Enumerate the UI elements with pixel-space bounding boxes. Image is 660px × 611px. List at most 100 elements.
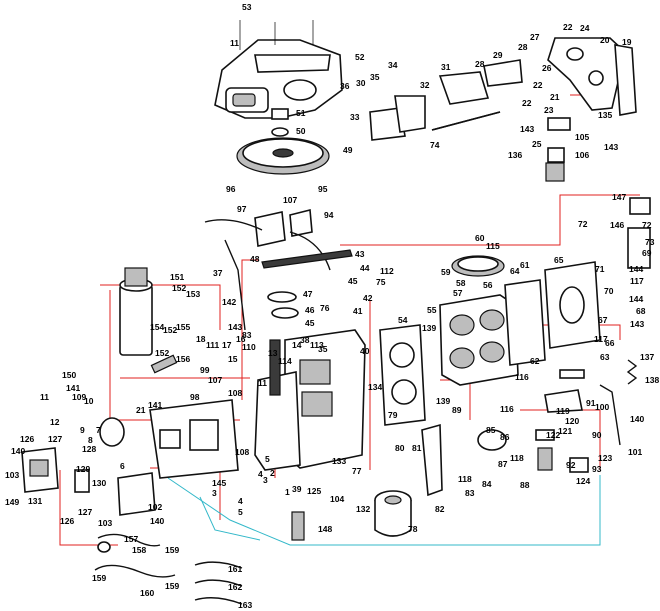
callout-11c: 11 <box>40 392 49 402</box>
callout-131: 131 <box>28 496 42 506</box>
callout-72: 72 <box>578 219 588 229</box>
callout-23: 23 <box>544 105 554 115</box>
callout-65: 65 <box>554 255 564 265</box>
callout-68: 68 <box>636 306 646 316</box>
camshaft-pulley <box>451 255 505 277</box>
dipstick <box>224 239 246 331</box>
callout-19: 19 <box>622 37 632 47</box>
fuel-pump <box>421 423 443 497</box>
wire-harness-161 <box>194 561 243 605</box>
callout-77: 77 <box>352 466 362 476</box>
callout-63: 63 <box>600 352 610 362</box>
callout-51: 51 <box>296 108 306 118</box>
callout-128: 128 <box>82 444 96 454</box>
callout-40: 40 <box>360 346 370 356</box>
callout-151: 151 <box>170 272 184 282</box>
callout-71: 71 <box>595 264 605 274</box>
callout-139: 139 <box>422 323 436 333</box>
thermostat-housing <box>545 117 571 182</box>
callout-45: 45 <box>348 276 358 286</box>
callout-108b: 108 <box>235 447 249 457</box>
callout-42: 42 <box>363 293 373 303</box>
callout-116b: 116 <box>515 372 529 382</box>
wire-harness-159 <box>94 533 176 578</box>
callout-107: 107 <box>283 195 297 205</box>
callout-9: 9 <box>80 425 85 435</box>
flywheel-cover <box>214 20 343 119</box>
callout-56: 56 <box>483 280 493 290</box>
callout-58: 58 <box>456 278 466 288</box>
callout-95: 95 <box>318 184 328 194</box>
callout-14: 14 <box>292 340 302 350</box>
callout-28b: 28 <box>518 42 528 52</box>
callout-162: 162 <box>228 582 242 592</box>
callout-144b: 144 <box>629 294 643 304</box>
vapor-separator <box>627 227 651 269</box>
callout-67: 67 <box>598 315 608 325</box>
callout-108: 108 <box>228 388 242 398</box>
callout-83b: 83 <box>465 488 475 498</box>
callout-59: 59 <box>441 267 451 277</box>
callout-89: 89 <box>452 405 462 415</box>
callout-101: 101 <box>628 447 642 457</box>
callout-140c: 140 <box>150 516 164 526</box>
callout-129: 129 <box>76 464 90 474</box>
fuel-filter <box>535 429 555 471</box>
timing-belt <box>261 249 353 319</box>
callout-152b: 152 <box>163 325 177 335</box>
callout-159: 159 <box>165 545 179 555</box>
wiring-label-148 <box>291 511 305 541</box>
callout-36: 36 <box>340 81 350 91</box>
callout-75: 75 <box>376 277 386 287</box>
callout-118b: 118 <box>458 474 472 484</box>
callout-62: 62 <box>530 356 540 366</box>
callout-18: 18 <box>196 334 206 344</box>
callout-79: 79 <box>388 410 398 420</box>
callout-29: 29 <box>493 50 503 60</box>
callout-22c: 22 <box>522 98 532 108</box>
overheat-sensor <box>569 457 589 473</box>
callout-154: 154 <box>150 322 164 332</box>
callout-106: 106 <box>575 150 589 160</box>
callout-69: 69 <box>642 248 652 258</box>
callout-17: 17 <box>222 340 232 350</box>
spark-plug-cap <box>559 369 585 379</box>
callout-47: 47 <box>303 289 313 299</box>
fuel-pump-cover <box>477 429 507 451</box>
starter-relay-group <box>150 354 178 374</box>
callout-39: 39 <box>292 484 302 494</box>
callout-38: 38 <box>300 335 310 345</box>
callout-153: 153 <box>186 289 200 299</box>
callout-121: 121 <box>558 426 572 436</box>
callout-152c: 152 <box>155 348 169 358</box>
callout-103b: 103 <box>98 518 112 528</box>
callout-141: 141 <box>66 383 80 393</box>
callout-81: 81 <box>412 443 422 453</box>
callout-125: 125 <box>307 486 321 496</box>
flywheel-rotor <box>236 137 330 175</box>
callout-32: 32 <box>420 80 430 90</box>
callout-147: 147 <box>612 192 626 202</box>
callout-132: 132 <box>356 504 370 514</box>
callout-100: 100 <box>595 402 609 412</box>
callout-6: 6 <box>120 461 125 471</box>
callout-8: 8 <box>88 435 93 445</box>
callout-138: 138 <box>645 375 659 385</box>
water-tube <box>599 384 621 446</box>
callout-148: 148 <box>318 524 332 534</box>
callout-130: 130 <box>92 478 106 488</box>
callout-74: 74 <box>430 140 440 150</box>
callout-66: 66 <box>605 338 615 348</box>
callout-26: 26 <box>542 63 552 73</box>
callout-143: 143 <box>630 319 644 329</box>
callout-52: 52 <box>355 52 365 62</box>
head-gasket <box>504 279 546 366</box>
callout-55: 55 <box>427 305 437 315</box>
callout-113: 113 <box>310 340 324 350</box>
callout-12: 12 <box>50 417 60 427</box>
callout-143b: 143 <box>520 124 534 134</box>
callout-152: 152 <box>172 283 186 293</box>
callout-82: 82 <box>435 504 445 514</box>
callout-35b: 35 <box>370 72 380 82</box>
